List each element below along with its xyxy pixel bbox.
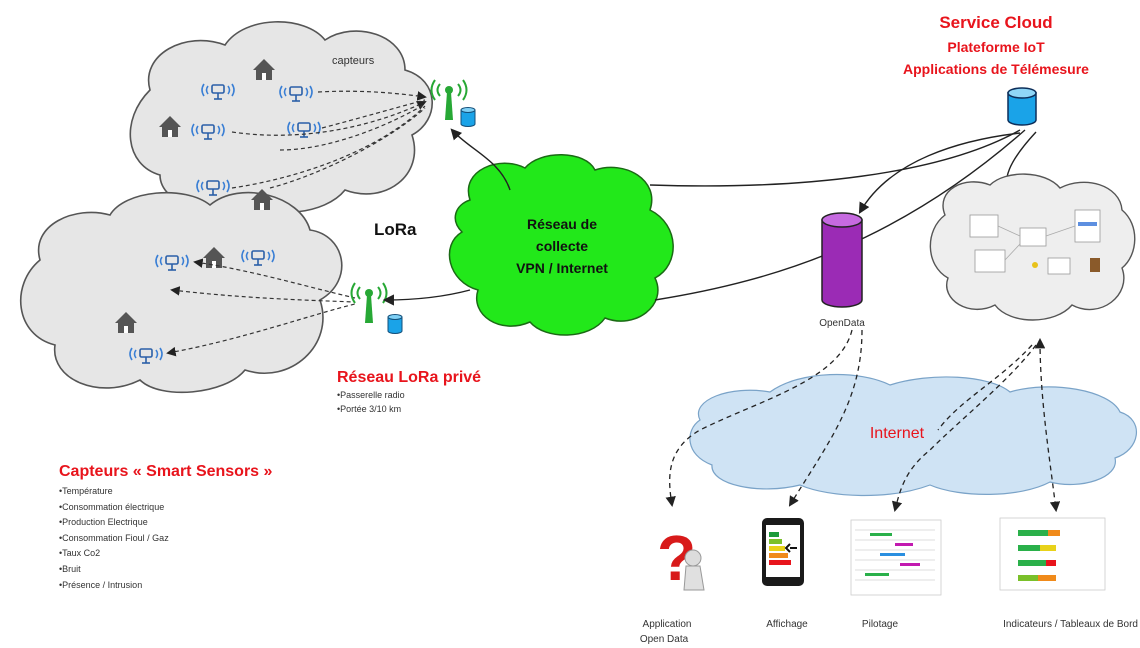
smart-sensors-item: •Taux Co2 [59, 548, 100, 558]
antenna-icon [350, 282, 388, 324]
opendata-database-icon [821, 212, 863, 308]
collect-network-line2: collecte [536, 238, 588, 254]
opendata-label: OpenData [819, 318, 865, 329]
internet-label: Internet [870, 425, 925, 442]
service-cloud-database-icon [1007, 87, 1037, 126]
pilotage-label: Pilotage [862, 619, 899, 630]
capteurs-label: capteurs [332, 55, 375, 67]
affichage-label: Affichage [766, 619, 808, 630]
service-cloud-title: Service Cloud [939, 13, 1052, 32]
lora-private-title: Réseau LoRa privé [337, 369, 481, 386]
app-open-data-label-line1: Application [643, 619, 692, 630]
database-icon [387, 314, 403, 334]
collect-network-line1: Réseau de [527, 216, 597, 232]
smart-sensors-item: •Production Electrique [59, 517, 148, 527]
collect-network-cloud [448, 154, 674, 336]
service-cloud-line2: Applications de Télémesure [903, 61, 1089, 77]
lora-private-item: •Passerelle radio [337, 390, 405, 400]
pilotage-thumbnail [850, 519, 942, 596]
question-mark-icon: ? [657, 522, 705, 594]
smart-sensors-title: Capteurs « Smart Sensors » [59, 463, 273, 480]
smart-sensors-item: •Consommation électrique [59, 502, 164, 512]
lora-private-item: •Portée 3/10 km [337, 404, 401, 414]
database-icon [460, 107, 476, 127]
smart-sensors-item: •Température [59, 486, 113, 496]
dashboard-cloud [929, 173, 1136, 321]
internet-links [665, 329, 1061, 513]
internet-cloud [689, 373, 1137, 497]
service-cloud-line1: Plateforme IoT [947, 39, 1045, 55]
dashboard-thumbnail [969, 209, 1101, 275]
lora-logo: LoRa [374, 220, 417, 239]
indicateurs-thumbnail [999, 517, 1106, 591]
indicateurs-label: Indicateurs / Tableaux de Bord [1003, 619, 1138, 630]
app-open-data-label-line2: Open Data [640, 634, 689, 645]
sensor-radio-links [166, 90, 427, 357]
collect-network-line3: VPN / Internet [516, 260, 608, 276]
sensor-cloud-bottom [19, 191, 343, 394]
smart-sensors-item: •Bruit [59, 564, 81, 574]
smart-sensors-item: •Consommation Fioul / Gaz [59, 533, 169, 543]
tablet-icon [762, 518, 804, 586]
smart-sensors-item: •Présence / Intrusion [59, 580, 142, 590]
